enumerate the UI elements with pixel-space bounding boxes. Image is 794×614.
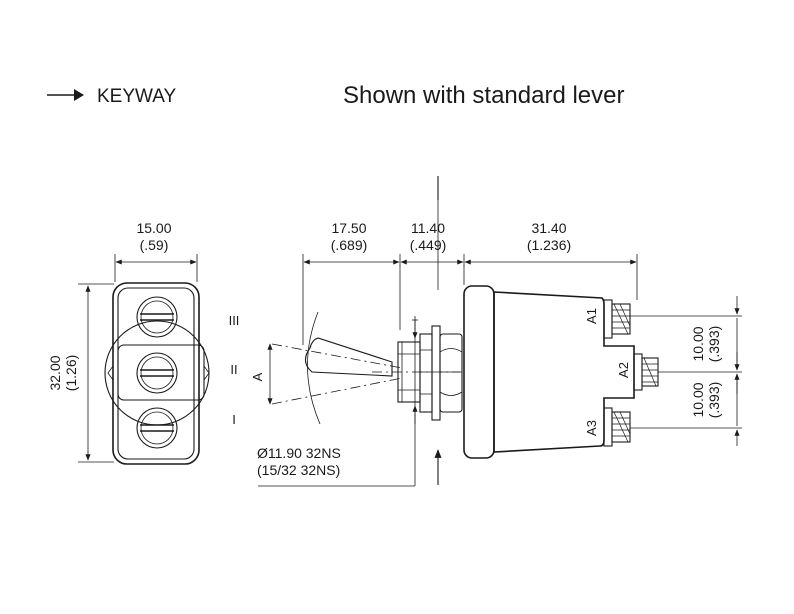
terminal-label-a2: A2 [616,362,631,378]
side-view: 17.50 (.689) 11.40 (.449) 31.40 (1.236) … [250,176,742,487]
bushing-length-mm: 11.40 [411,220,445,236]
front-width-in: (.59) [140,237,169,253]
mounting-nut-2 [439,333,463,413]
terminal-a1 [603,299,742,339]
pitch-lower-in: (.393) [706,382,722,419]
pitch-upper-mm: 10.00 [690,326,706,361]
lever-length-mm: 17.50 [331,220,366,236]
position-label-1: I [232,412,236,427]
switch-body [493,291,635,453]
switch-flange [463,285,495,459]
toggle-lever [304,337,393,377]
thread-spec-in: (15/32 32NS) [257,462,340,478]
front-screw-top [136,296,178,338]
front-view: 15.00 (.59) 32.00 (1.26) [47,220,240,465]
front-width-mm: 15.00 [136,220,171,236]
angle-label: A [250,372,265,381]
front-screw-middle [136,352,178,394]
position-label-2: II [230,362,237,377]
position-label-3: III [229,313,240,328]
lock-washer [431,325,441,421]
keyway-legend: KEYWAY [47,86,177,107]
front-screw-bottom [136,407,178,449]
mounting-nut-1 [419,333,433,413]
body-length-in: (1.236) [527,237,571,253]
pitch-lower-mm: 10.00 [690,382,706,417]
front-height-mm: 32.00 [47,355,63,390]
keyway-arrowhead-icon [74,89,84,101]
lever-length-in: (.689) [331,237,368,253]
terminal-a3 [603,407,742,447]
front-body-outline [112,282,200,465]
body-length-mm: 31.40 [531,220,566,236]
bushing-length-in: (.449) [410,237,447,253]
thread-spec-mm: Ø11.90 32NS [257,445,341,461]
terminal-label-a1: A1 [584,308,599,324]
drawing-title: Shown with standard lever [343,82,624,109]
keyway-label: KEYWAY [97,86,177,107]
lever-swing-arc [307,311,321,425]
pitch-upper-in: (.393) [706,326,722,363]
terminal-label-a3: A3 [584,420,599,436]
front-height-in: (1.26) [63,355,79,392]
terminal-a2 [633,353,742,391]
